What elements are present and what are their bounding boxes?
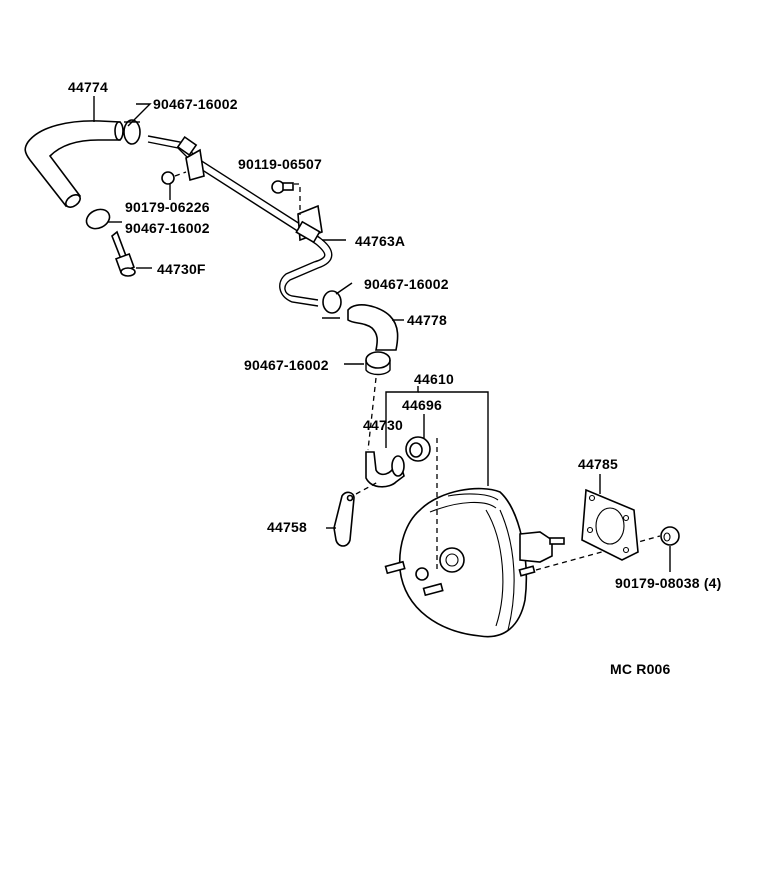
hose-44778-drawing <box>347 304 399 351</box>
bracket-44758-drawing <box>333 481 379 547</box>
gasket-44785-drawing <box>581 488 639 561</box>
part-label-clamp-top[interactable]: 90467-16002 <box>153 96 238 112</box>
clamp-left-drawing <box>85 208 111 230</box>
check-valve-44730-drawing <box>365 451 405 488</box>
clamp-mid-drawing <box>322 290 342 319</box>
part-label-nut-06226[interactable]: 90179-06226 <box>125 199 210 215</box>
leader-lines <box>93 96 671 572</box>
part-label-44730[interactable]: 44730 <box>363 417 403 433</box>
fitting-44730f-drawing <box>111 230 136 277</box>
grommet-44696-drawing <box>405 436 431 462</box>
vacuum-pipe-drawing <box>147 135 333 307</box>
part-label-nut-08038[interactable]: 90179-08038 (4) <box>615 575 722 591</box>
part-label-44785[interactable]: 44785 <box>578 456 618 472</box>
part-label-clamp-mid[interactable]: 90467-16002 <box>364 276 449 292</box>
part-label-44758[interactable]: 44758 <box>267 519 307 535</box>
clamp-top-drawing <box>123 119 141 145</box>
part-label-44696[interactable]: 44696 <box>402 397 442 413</box>
part-label-bolt-06507[interactable]: 90119-06507 <box>238 156 322 172</box>
diagram-code: MC R006 <box>610 661 671 677</box>
nut-08038-drawing <box>660 526 680 546</box>
part-label-44730f[interactable]: 44730F <box>157 261 206 277</box>
part-label-clamp-lower[interactable]: 90467-16002 <box>244 357 329 373</box>
bolt-06507-drawing <box>271 180 301 215</box>
clamp-lower-drawing <box>365 351 391 451</box>
hose-44774-drawing <box>24 120 124 208</box>
part-label-44763a[interactable]: 44763A <box>355 233 406 249</box>
part-label-44610[interactable]: 44610 <box>414 371 454 387</box>
booster-44610-drawing <box>384 438 661 638</box>
part-label-44774[interactable]: 44774 <box>68 79 108 95</box>
nut-06226-drawing <box>161 171 187 185</box>
part-label-44778[interactable]: 44778 <box>407 312 447 328</box>
part-label-clamp-left[interactable]: 90467-16002 <box>125 220 210 236</box>
